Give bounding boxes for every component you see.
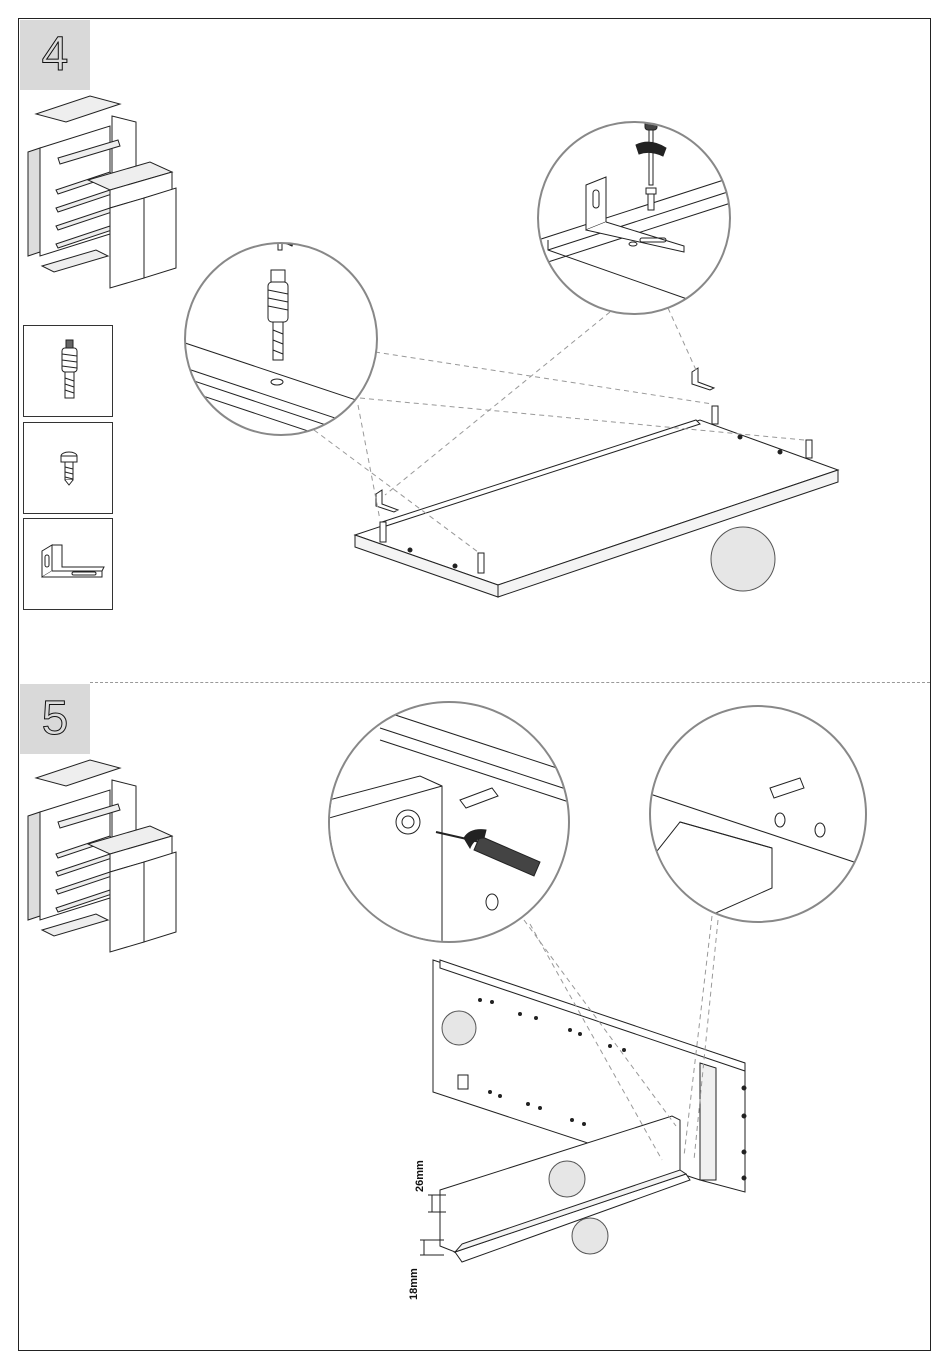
step-5-detail-circle-right <box>650 706 866 922</box>
step-4-base-panel <box>355 368 838 597</box>
step-4-cabinet-thumbnail <box>28 96 176 288</box>
step-4-detail-circle-left <box>185 180 377 454</box>
dimension-label-lower: 18mm <box>408 1268 420 1300</box>
step-4-detail-circle-right <box>538 90 740 314</box>
dimension-label-upper: 26mm <box>414 1160 426 1192</box>
step-5-detail-circle-left <box>329 702 569 942</box>
step-5-cabinet-thumbnail <box>28 760 176 952</box>
